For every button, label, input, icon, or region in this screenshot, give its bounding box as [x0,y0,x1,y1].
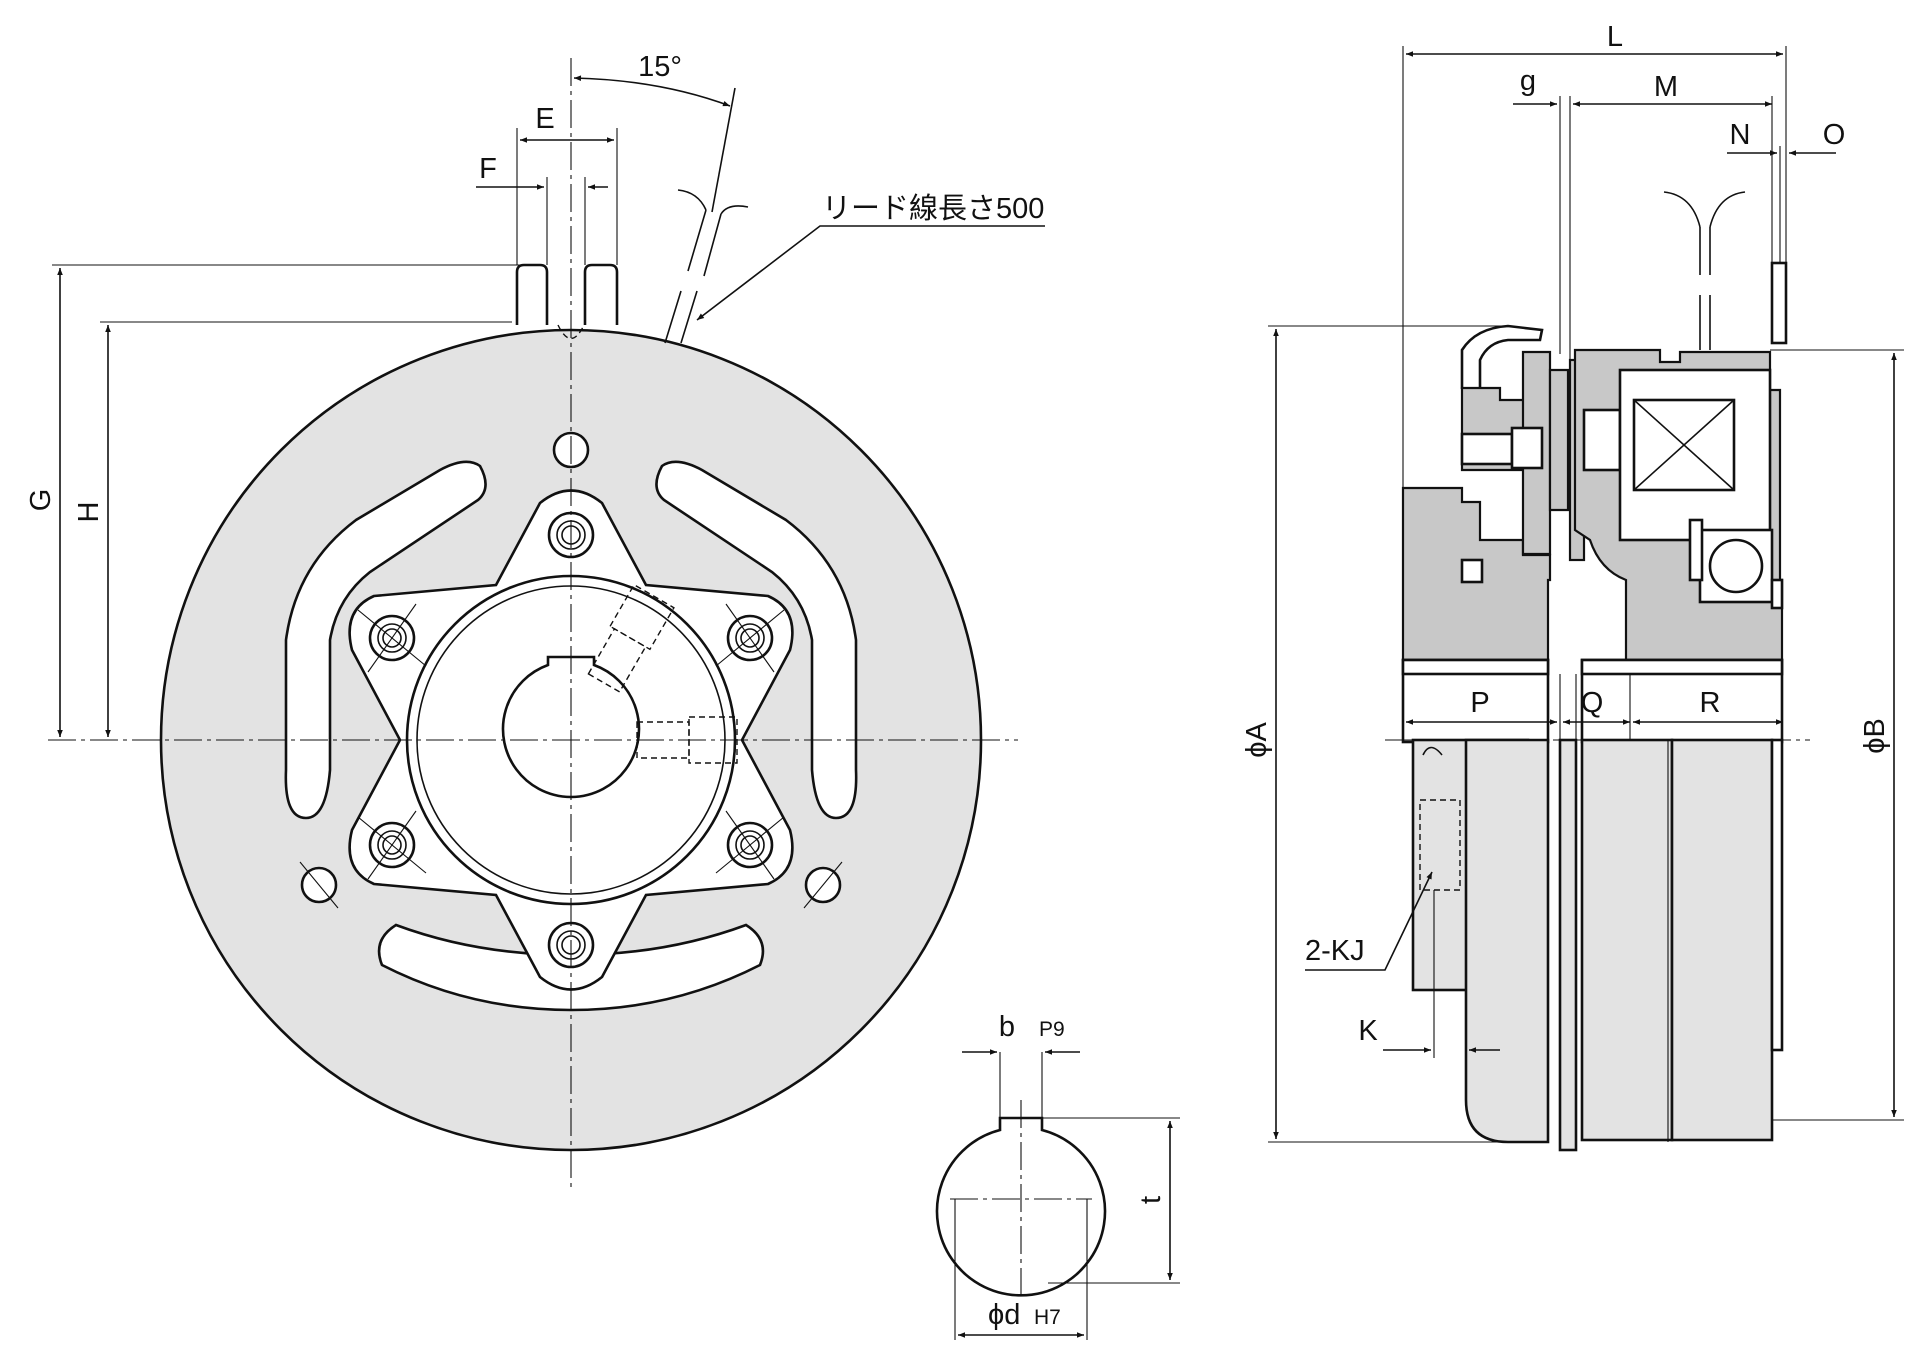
side-lead-wire [1663,191,1746,350]
label-N: N [1730,119,1751,151]
bolt-lower-left [357,810,427,880]
label-Q: Q [1581,687,1604,719]
set-screw-hidden-3 [587,583,675,693]
label-b-tol: P9 [1039,1018,1065,1041]
side-shaft-gap [1582,408,1622,472]
bolt-upper-left [357,603,427,673]
label-H: H [73,502,105,523]
side-middle-disc [1558,738,1578,1152]
side-bolt-lower [1460,558,1484,584]
label-P: P [1470,687,1489,719]
bolt-upper-right [715,603,785,673]
label-L: L [1607,21,1623,53]
lead-wire-leader [696,225,1045,321]
side-end-plate [1770,261,1788,345]
label-M: M [1654,71,1678,103]
lead-wires [664,87,749,344]
bolt-lower-right [715,810,785,880]
label-G: G [25,489,57,512]
label-d: ϕd [988,1299,1020,1331]
label-g: g [1520,65,1536,97]
side-left-flange [1464,738,1550,1144]
label-KJ: 2-KJ [1305,935,1365,967]
label-E: E [535,103,554,135]
side-view: L g M N O ϕA ϕB P Q R 2- [1241,21,1904,1152]
side-armature-inner [1548,368,1570,512]
side-field-outer [1670,738,1774,1142]
bearing-ball [1708,538,1764,594]
label-b: b [999,1011,1015,1043]
label-t: t [1135,1196,1167,1204]
label-K: K [1358,1015,1378,1047]
side-kj-hole-hidden [1419,799,1461,891]
label-B: ϕB [1859,718,1891,754]
label-lead-wire: リード線長さ500 [822,192,1044,225]
label-F: F [479,153,497,185]
label-A: ϕA [1241,722,1273,758]
front-view: G H E F 15° リード線長さ500 [25,51,1045,1190]
label-R: R [1700,687,1721,719]
side-clip [1460,324,1544,392]
label-angle: 15° [638,51,682,83]
arc-slot-top-left [284,460,487,820]
side-field-lower [1580,738,1674,1142]
bore-keyway [501,655,641,799]
label-d-tol: H7 [1034,1306,1061,1329]
angle-arc [573,75,731,107]
kj-leader [1305,871,1433,971]
side-bolt-left [1460,432,1514,466]
terminal-lugs [515,263,619,340]
label-O: O [1823,119,1846,151]
arc-slot-top-right [655,460,858,820]
keyway-detail: b P9 t ϕd H7 [935,1011,1180,1340]
